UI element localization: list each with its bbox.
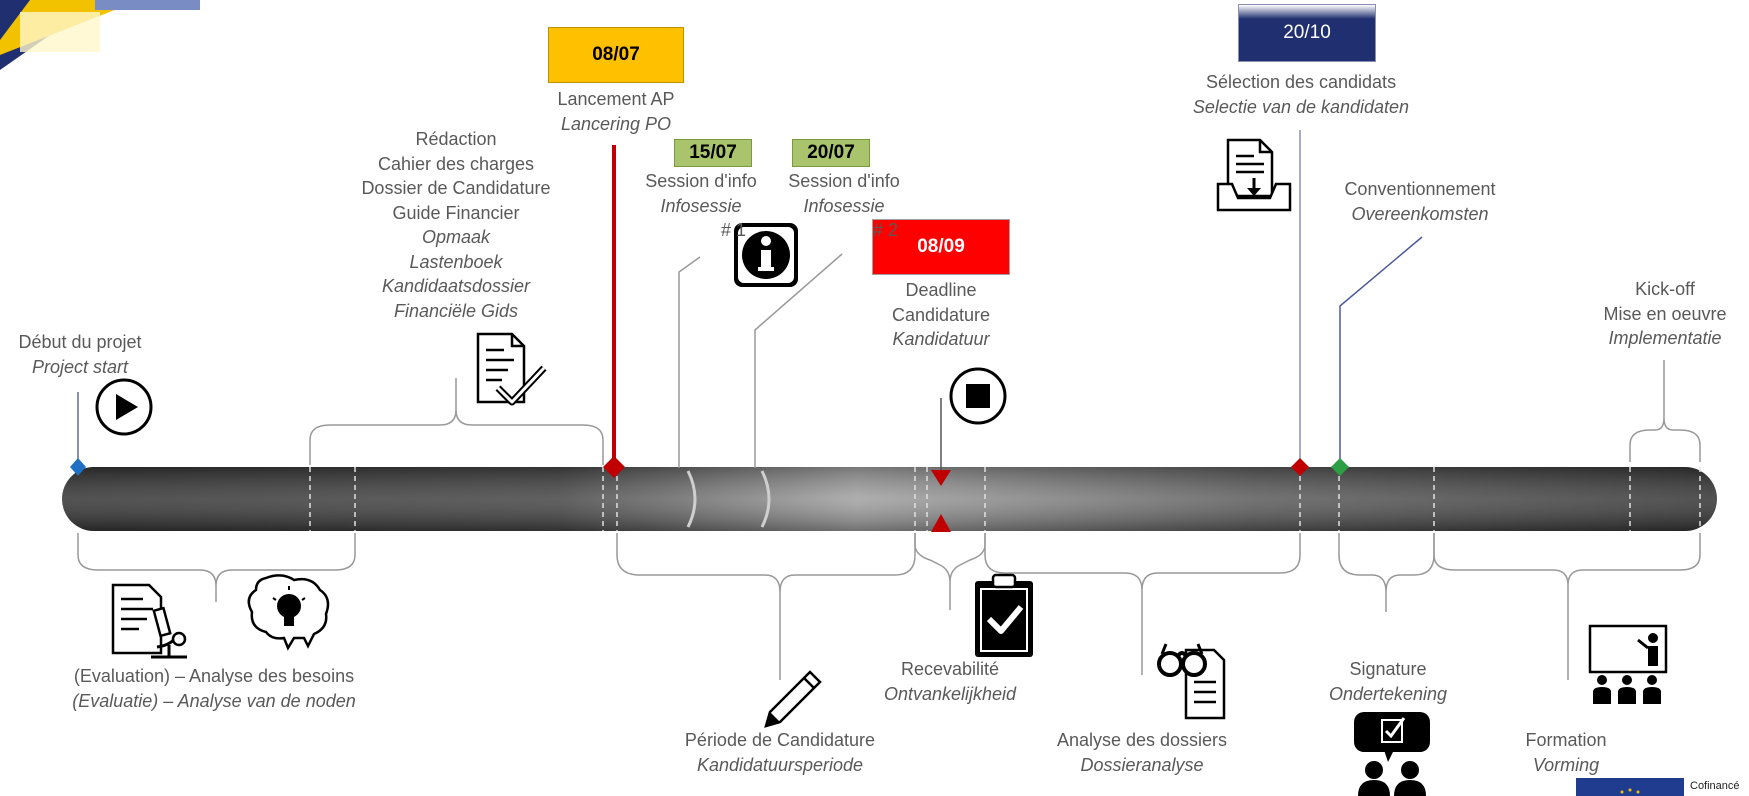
label-analysis-needs: (Evaluation) – Analyse des besoins (Eval…: [44, 664, 384, 713]
start-marker: [70, 458, 86, 476]
label-nl: Selectie van de kandidaten: [1192, 96, 1410, 117]
label-nl: (Evaluatie) – Analyse van de noden: [72, 690, 356, 711]
stop-icon: [949, 367, 1007, 425]
timeline-bar: [62, 467, 1717, 531]
info-icon: [734, 223, 798, 287]
label-admissibility: Recevabilité Ontvankelijkheid: [860, 657, 1040, 706]
label-application-period: Période de Candidature Kandidatuursperio…: [660, 728, 900, 777]
presentation-training-icon: [1588, 624, 1668, 704]
date-box-launch: 08/07: [548, 27, 684, 83]
label-nl: Ondertekening: [1328, 683, 1448, 704]
label-fr: Période de Candidature: [684, 730, 876, 750]
convention-marker: [1331, 458, 1349, 476]
eu-flag-logo: [1576, 778, 1684, 796]
label-fr-2: Candidature: [891, 304, 991, 325]
play-icon: [95, 378, 153, 436]
label-session1: Session d'info Infosessie # 1: [634, 169, 768, 243]
label-line: Kick-off: [1635, 279, 1695, 299]
label-fr: Mise en oeuvre: [1603, 303, 1727, 324]
label-nl: Kandidatuursperiode: [696, 754, 864, 775]
date-box-session1: 15/07: [674, 139, 752, 167]
label-line: Opmaak: [421, 227, 491, 247]
lightbulb-head-icon: [247, 574, 330, 651]
bar-dividers: [309, 467, 1701, 531]
label-nl: Vorming: [1532, 754, 1600, 775]
selection-marker: [1291, 458, 1309, 476]
label-line: Guide Financier: [392, 202, 520, 223]
label-redaction: Rédaction Cahier des charges Dossier de …: [336, 127, 576, 323]
label-launch: Lancement AP Lancering PO: [530, 87, 702, 136]
label-session2: Session d'info Infosessie # 2: [774, 169, 914, 243]
label-fr: Session d'info: [645, 171, 757, 191]
discussion-icon: [1354, 712, 1430, 796]
label-line: Lastenboek: [409, 251, 503, 272]
label-fr: Deadline: [905, 280, 977, 300]
document-check-icon: [476, 332, 547, 406]
glasses-document-icon: [1157, 643, 1226, 720]
launch-marker: [603, 456, 625, 478]
corner-decoration: [0, 0, 200, 70]
label-line: Cahier des charges: [377, 153, 535, 174]
label-deadline: Deadline Candidature Kandidatuur: [866, 278, 1016, 352]
label-fr: Signature: [1349, 659, 1427, 679]
label-line: Dossier de Candidature: [361, 178, 551, 198]
label-nl: Project start: [31, 356, 129, 377]
label-number: # 2: [872, 220, 898, 240]
pointer-lines: [77, 130, 1423, 470]
label-fr: Sélection des candidats: [1205, 72, 1397, 92]
label-nl: Kandidatuur: [892, 329, 990, 349]
label-fr: Recevabilité: [900, 659, 1000, 679]
label-fr: Lancement AP: [557, 89, 675, 109]
label-kickoff: Kick-off Mise en oeuvre Implementatie: [1582, 277, 1748, 351]
label-line: Rédaction: [415, 129, 497, 149]
label-fr: Analyse des dossiers: [1056, 730, 1228, 750]
label-nl: Implementatie: [1608, 328, 1722, 348]
label-fr: Formation: [1525, 730, 1607, 750]
pencil-icon: [764, 670, 822, 728]
label-convention: Conventionnement Overeenkomsten: [1320, 177, 1520, 226]
label-file-analysis: Analyse des dossiers Dossieranalyse: [1036, 728, 1248, 777]
label-selection: Sélection des candidats Selectie van de …: [1162, 70, 1440, 119]
label-signature: Signature Ondertekening: [1310, 657, 1466, 706]
bottom-braces: [77, 533, 1701, 680]
date-box-deadline: 08/09: [872, 219, 1010, 275]
label-number: # 1: [720, 220, 746, 240]
label-fr: Conventionnement: [1344, 179, 1496, 199]
date-box-selection: 20/10: [1238, 4, 1376, 62]
label-fr: Session d'info: [788, 171, 900, 191]
label-line: Financiële Gids: [393, 300, 519, 321]
label-fr: Début du projet: [18, 332, 142, 352]
label-training: Formation Vorming: [1500, 728, 1632, 777]
label-nl: Lancering PO: [560, 113, 672, 134]
label-nl: Infosessie: [660, 195, 742, 216]
cofinance-text: Cofinancé: [1690, 780, 1740, 792]
label-nl: Infosessie: [803, 195, 885, 216]
top-braces: [309, 360, 1701, 465]
research-document-icon: [111, 583, 187, 659]
label-fr: (Evaluation) – Analyse des besoins: [73, 666, 355, 686]
label-project-start: Début du projet Project start: [0, 330, 160, 379]
label-nl: Overeenkomsten: [1351, 203, 1489, 224]
deadline-marker-bottom: [931, 514, 951, 532]
deadline-marker-top: [931, 470, 951, 486]
date-box-session2: 20/07: [792, 139, 870, 167]
label-nl: Ontvankelijkheid: [883, 683, 1017, 704]
inbox-document-icon: [1216, 138, 1292, 212]
clipboard-check-icon: [975, 573, 1033, 657]
label-nl: Dossieranalyse: [1080, 754, 1204, 775]
label-line: Kandidaatsdossier: [381, 276, 531, 296]
